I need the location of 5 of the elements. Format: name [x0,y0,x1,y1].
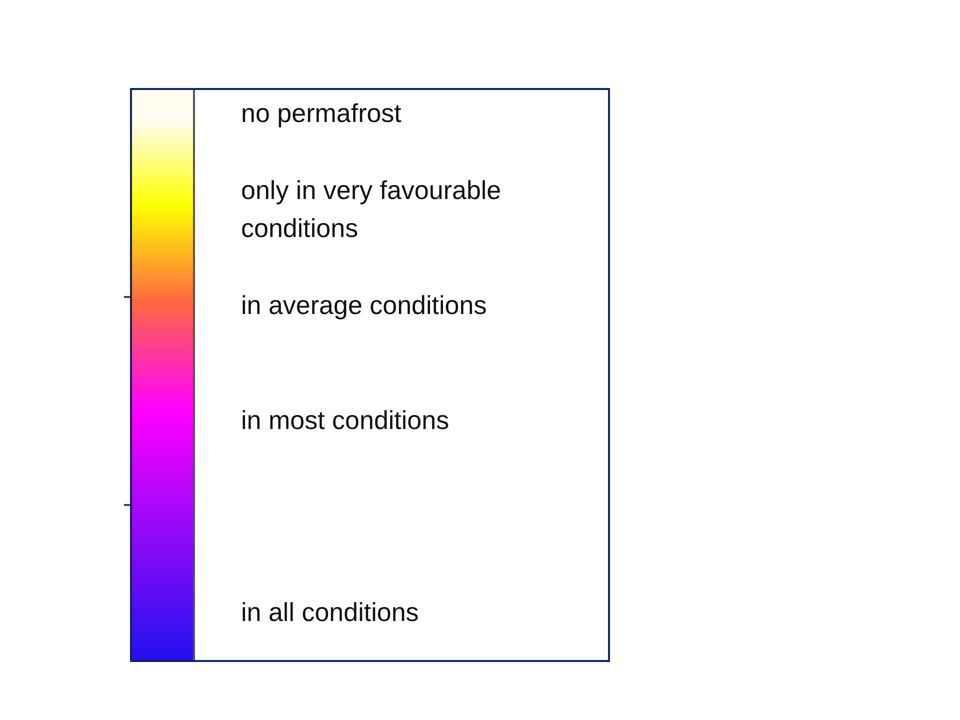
legend-label: in all conditions [241,596,420,629]
legend-label: no permafrost [241,97,402,130]
legend-label: in average conditions [241,289,488,322]
legend-label: only in very favourable conditions [241,174,502,245]
legend-label: in most conditions [241,404,450,437]
